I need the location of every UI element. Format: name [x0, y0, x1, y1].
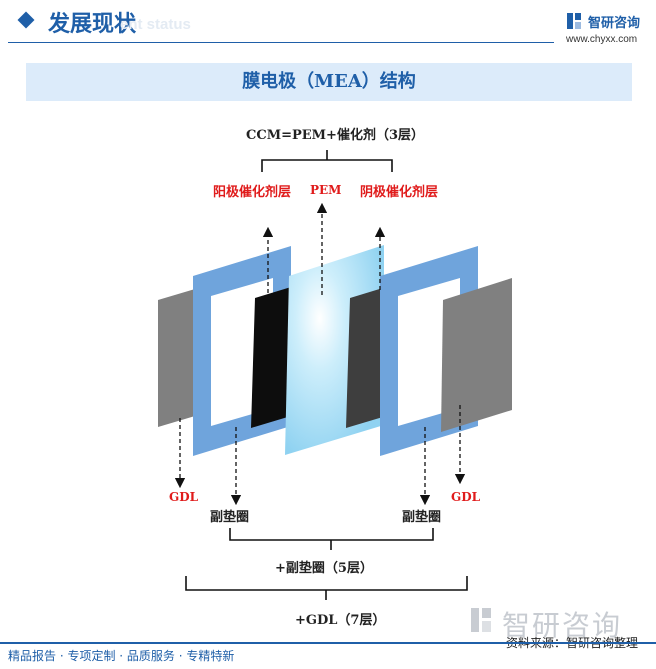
seven-layer-bracket	[185, 576, 468, 600]
section-subtitle-en: ent status	[120, 16, 191, 33]
ccm-bracket	[261, 150, 393, 172]
brand-logo-icon	[567, 13, 581, 29]
gasket-right-label: 副垫圈	[402, 510, 442, 525]
section-title: 发展现状	[48, 12, 137, 37]
five-layer-bracket	[229, 528, 434, 550]
pem-label: PEM	[310, 183, 342, 197]
anode-catalyst-layer	[251, 287, 291, 428]
ccm-label: CCM=PEM+催化剂（3层）	[246, 128, 424, 143]
watermark-logo-icon	[471, 608, 491, 632]
footer-divider	[0, 642, 656, 644]
diagram-title-banner: 膜电极（MEA）结构	[26, 63, 632, 101]
five-layer-label: +副垫圈（5层）	[275, 561, 373, 576]
brand-url: www.chyxx.com	[566, 34, 638, 45]
diagram-title: 膜电极（MEA）结构	[242, 71, 416, 92]
brand-name: 智研咨询	[588, 16, 641, 31]
cathode-catalyst-layer	[346, 287, 386, 428]
header-divider	[8, 42, 554, 43]
gdl-right-label: GDL	[451, 490, 481, 504]
gdl-left-layer	[158, 289, 195, 427]
watermark-brand-name: 智研咨询	[502, 609, 623, 642]
page-header: 发展现状 ent status 智研咨询 www.chyxx.com	[0, 0, 656, 48]
gasket-left-frame	[193, 246, 291, 456]
seven-layer-label: +GDL（7层）	[295, 613, 386, 628]
anode-catalyst-label: 阳极催化剂层	[213, 185, 292, 200]
gasket-left-label: 副垫圈	[210, 510, 250, 525]
gdl-right-layer	[441, 278, 512, 432]
gasket-right-frame	[380, 246, 478, 456]
cathode-catalyst-label: 阴极催化剂层	[360, 185, 439, 200]
footer-tagline: 精品报告 · 专项定制 · 品质服务 · 专精特新	[8, 649, 235, 663]
gdl-left-label: GDL	[169, 490, 199, 504]
